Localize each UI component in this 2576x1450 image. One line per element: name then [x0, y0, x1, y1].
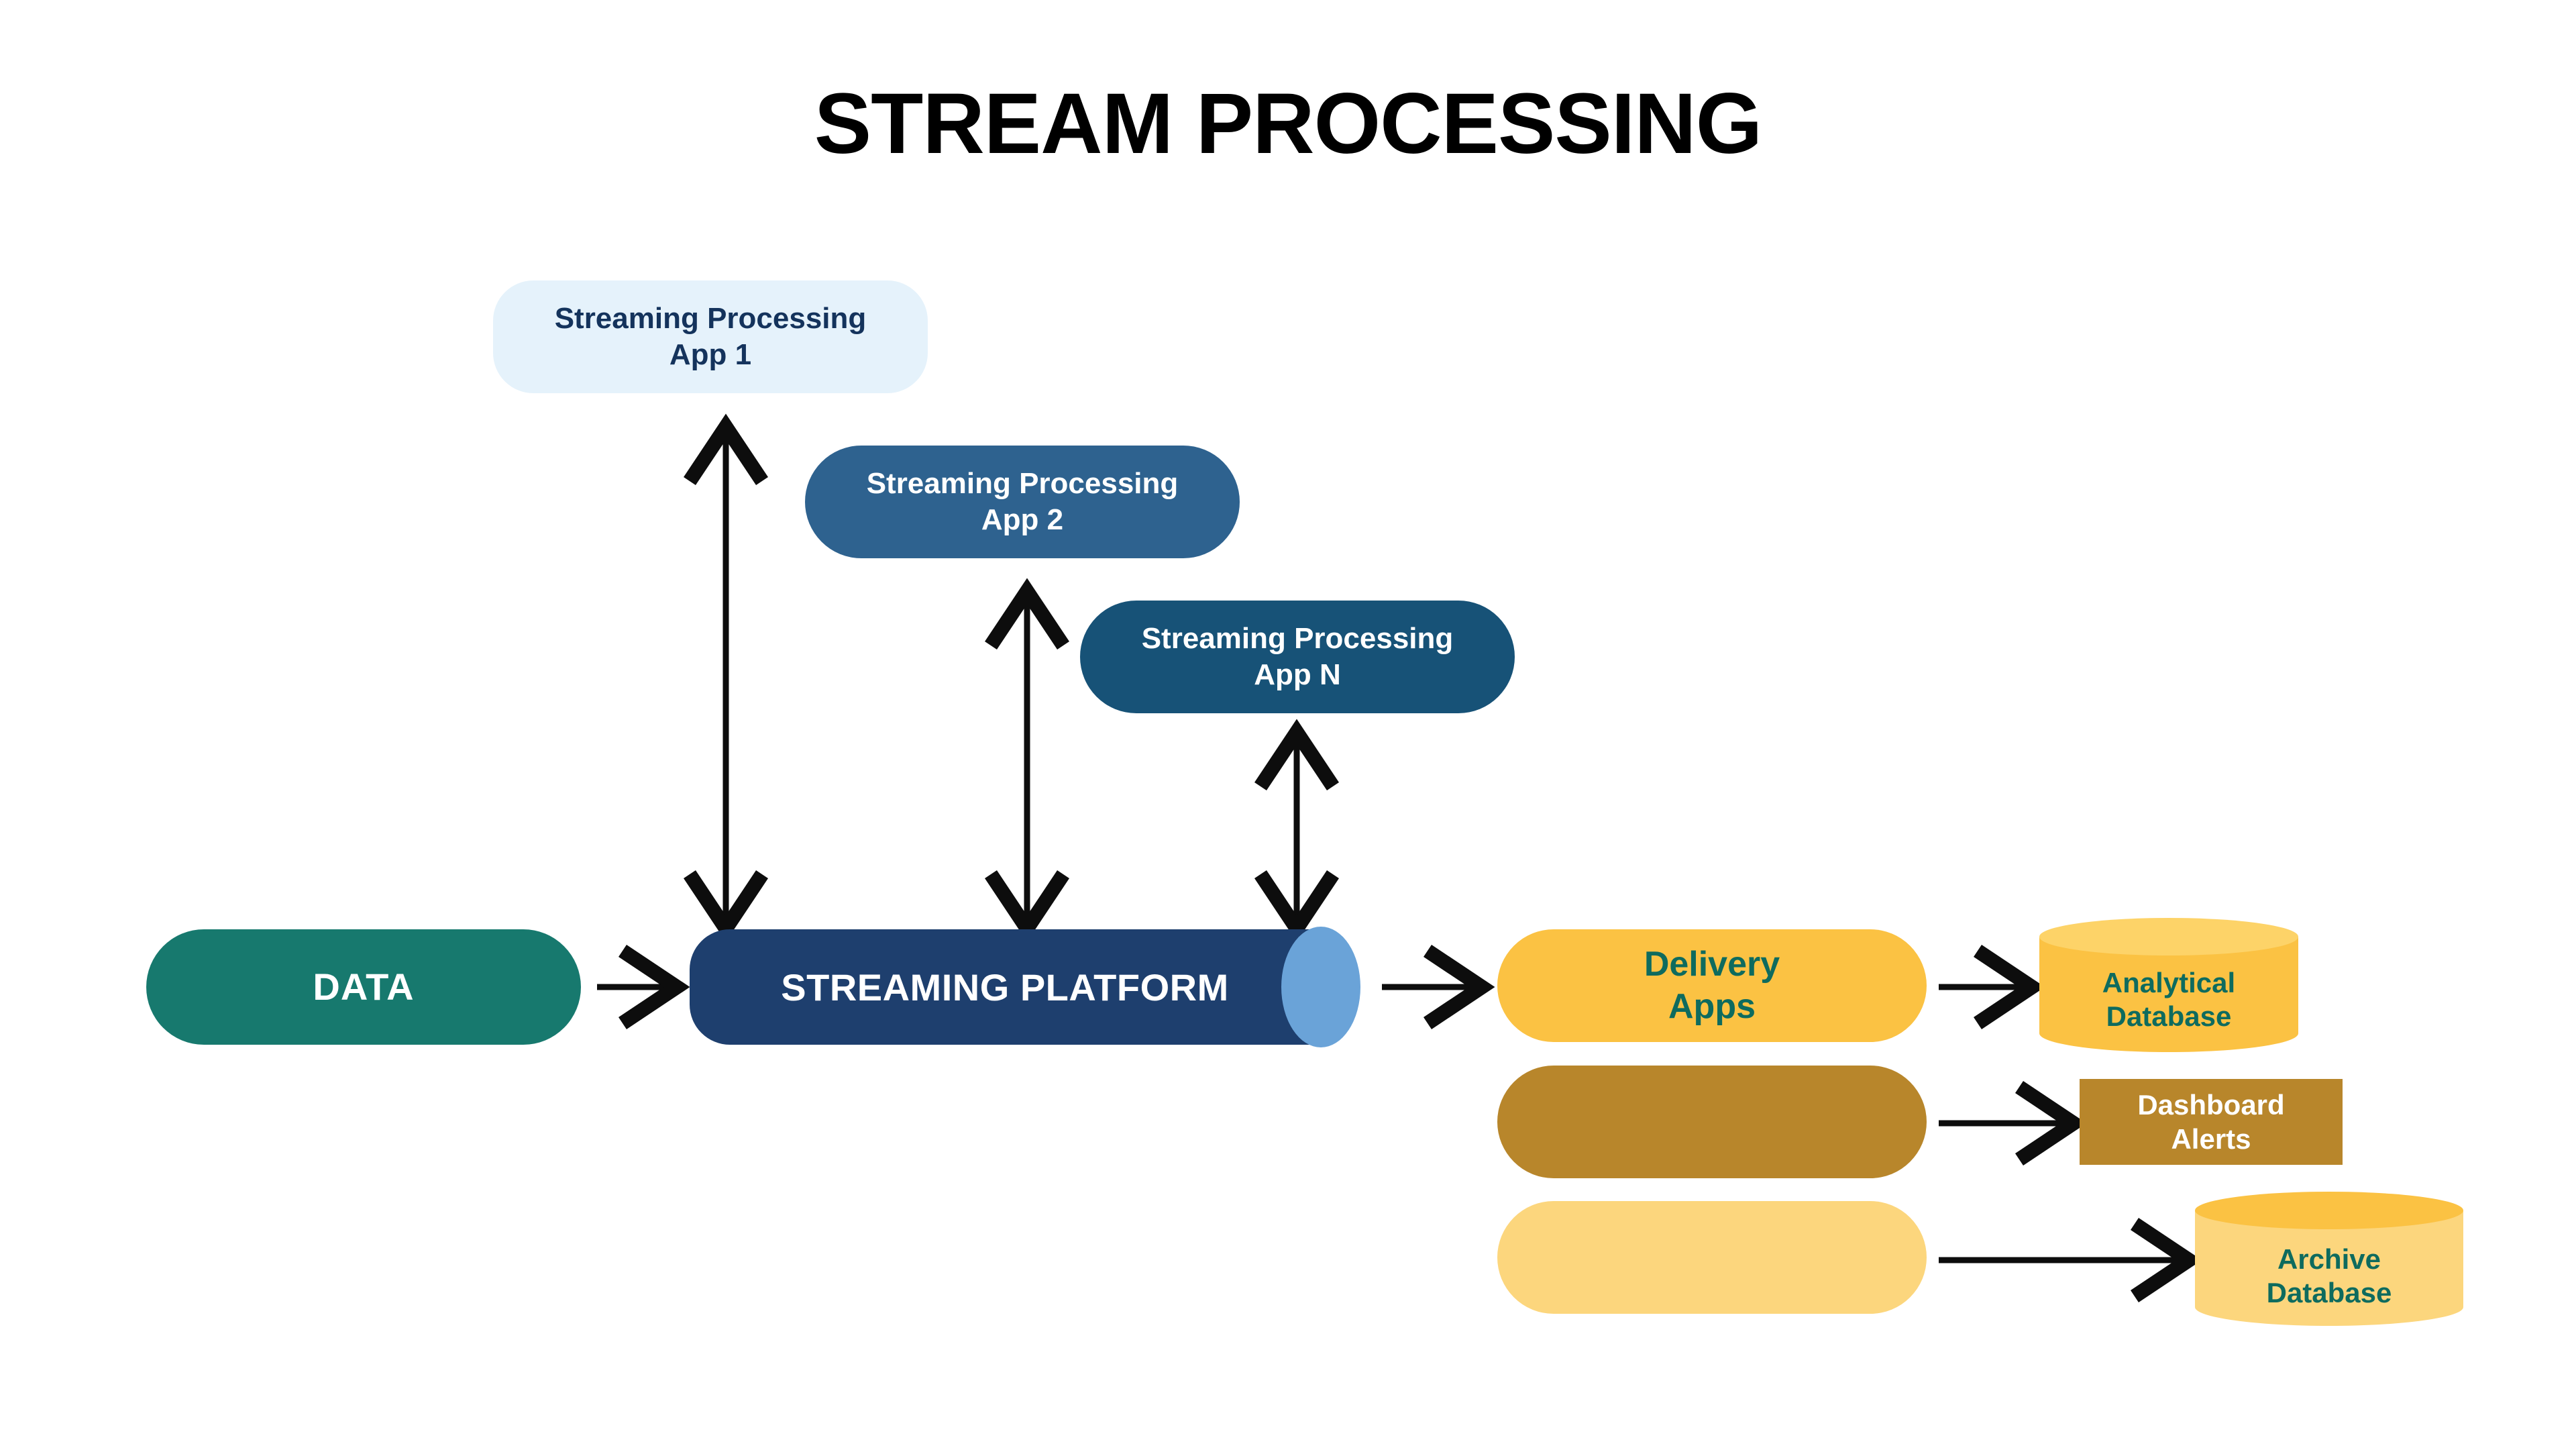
analytical-database-label: Analytical Database — [2039, 918, 2298, 1067]
app2-label-line1: Streaming Processing — [866, 467, 1179, 501]
dashboard-alerts-label-line2: Alerts — [2171, 1123, 2251, 1155]
data-label: DATA — [313, 965, 415, 1008]
app1-label-line1: Streaming Processing — [554, 302, 867, 335]
analytical-database-node[interactable]: Analytical Database — [2039, 918, 2298, 1052]
analytical-database-top-ellipse — [2039, 918, 2298, 955]
streaming-processing-app-n[interactable]: Streaming Processing App N — [1080, 601, 1515, 713]
analytical-database-label-line1: Analytical — [2102, 966, 2236, 998]
appn-label-line1: Streaming Processing — [1141, 622, 1454, 656]
delivery-bar-3[interactable] — [1497, 1201, 1927, 1314]
page-title: STREAM PROCESSING — [814, 76, 1763, 172]
analytical-database-label-line2: Database — [2106, 1000, 2232, 1032]
analytical-database-body — [2039, 937, 2298, 1052]
appn-label-line2: App N — [1254, 658, 1341, 691]
streaming-processing-app-2[interactable]: Streaming Processing App 2 — [805, 446, 1240, 558]
archive-database-top-ellipse — [2195, 1192, 2463, 1229]
delivery-apps-label-line1: Delivery — [1644, 944, 1780, 984]
archive-database-label-line1: Archive — [2277, 1243, 2381, 1275]
data-node[interactable]: DATA — [146, 929, 581, 1045]
streaming-platform-label: STREAMING PLATFORM — [781, 966, 1229, 1008]
dashboard-alerts-node[interactable]: Dashboard Alerts — [2080, 1079, 2343, 1165]
app1-label-line2: App 1 — [669, 338, 752, 371]
streaming-platform-cap — [1281, 927, 1360, 1047]
archive-database-node[interactable]: Archive Database — [2195, 1192, 2463, 1326]
delivery-apps-node[interactable]: Delivery Apps — [1497, 929, 1927, 1042]
archive-database-label-line2: Database — [2266, 1277, 2392, 1308]
delivery-bar-2[interactable] — [1497, 1066, 1927, 1178]
archive-database-label: Archive Database — [2195, 1192, 2463, 1343]
dashboard-alerts-label-line1: Dashboard — [2137, 1088, 2285, 1121]
app2-label-line2: App 2 — [981, 503, 1064, 536]
archive-database-body — [2195, 1210, 2463, 1326]
delivery-apps-label-line2: Apps — [1668, 987, 1756, 1026]
streaming-processing-app-1[interactable]: Streaming Processing App 1 — [493, 280, 928, 393]
streaming-platform-node[interactable]: STREAMING PLATFORM — [690, 927, 1360, 1047]
streaming-platform-body — [690, 929, 1320, 1045]
